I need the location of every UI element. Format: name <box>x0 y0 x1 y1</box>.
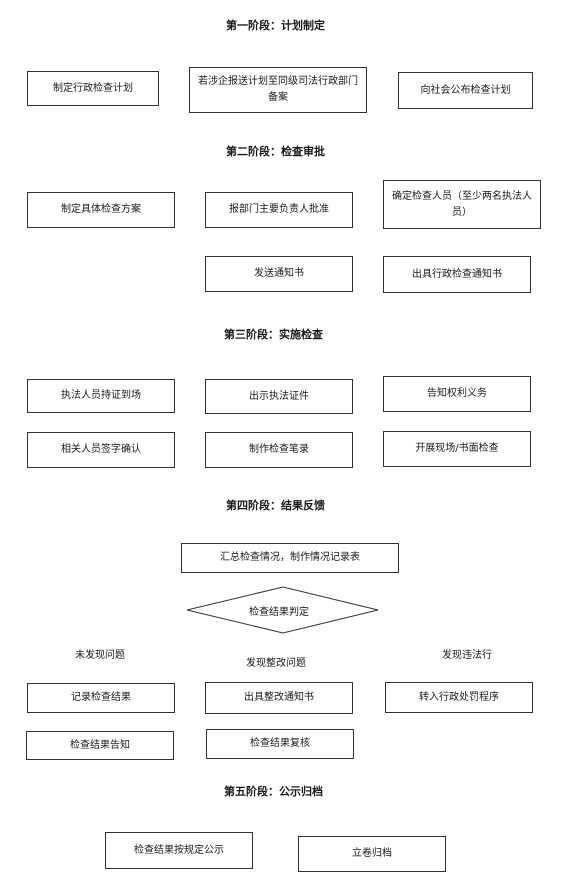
draft-specific-plan-box: 制定具体检查方案 <box>27 192 175 228</box>
make-record-box: 制作检查笔录 <box>205 432 353 468</box>
inform-rights-box: 告知权利义务 <box>383 376 531 412</box>
stage-4-title: 第四阶段：结果反馈 <box>226 499 325 512</box>
record-result-box: 记录检查结果 <box>27 683 175 713</box>
notify-result-box: 检查结果告知 <box>26 731 174 760</box>
decision-label: 检查结果判定 <box>249 607 309 618</box>
branch-no-issue-label: 未发现问题 <box>75 650 125 661</box>
show-credentials-box: 出示执法证件 <box>205 379 353 414</box>
assign-inspectors-box: 确定检查人员（至少两名执法人员） <box>383 180 541 229</box>
publish-plan-box: 向社会公布检查计划 <box>398 72 533 109</box>
publish-result-box: 检查结果按规定公示 <box>105 832 253 869</box>
stage-1-title: 第一阶段：计划制定 <box>226 19 325 32</box>
onsite-inspection-box: 开展现场/书面检查 <box>383 431 531 467</box>
draft-inspection-plan-box: 制定行政检查计划 <box>27 71 159 106</box>
summary-record-box: 汇总检查情况，制作情况记录表 <box>181 543 399 573</box>
review-result-box: 检查结果复核 <box>206 729 354 759</box>
archive-box: 立卷归档 <box>298 836 446 872</box>
leader-approval-box: 报部门主要负责人批准 <box>205 192 353 228</box>
stage-5-title: 第五阶段：公示归档 <box>224 785 323 798</box>
rectify-notice-box: 出具整改通知书 <box>205 682 353 714</box>
issue-inspection-notice-box: 出具行政检查通知书 <box>383 256 531 293</box>
sign-confirmation-box: 相关人员签字确认 <box>27 432 175 468</box>
stage-2-title: 第二阶段：检查审批 <box>226 145 325 158</box>
branch-rectify-label: 发现整改问题 <box>246 658 306 669</box>
inspectors-arrive-box: 执法人员持证到场 <box>27 379 175 413</box>
branch-violation-label: 发现违法行 <box>442 650 492 661</box>
submit-plan-filing-box: 若涉企报送计划至同级司法行政部门备案 <box>189 67 367 113</box>
send-notice-box: 发送通知书 <box>205 256 353 292</box>
stage-3-title: 第三阶段：实施检查 <box>224 328 323 341</box>
penalty-procedure-box: 转入行政处罚程序 <box>385 682 533 713</box>
